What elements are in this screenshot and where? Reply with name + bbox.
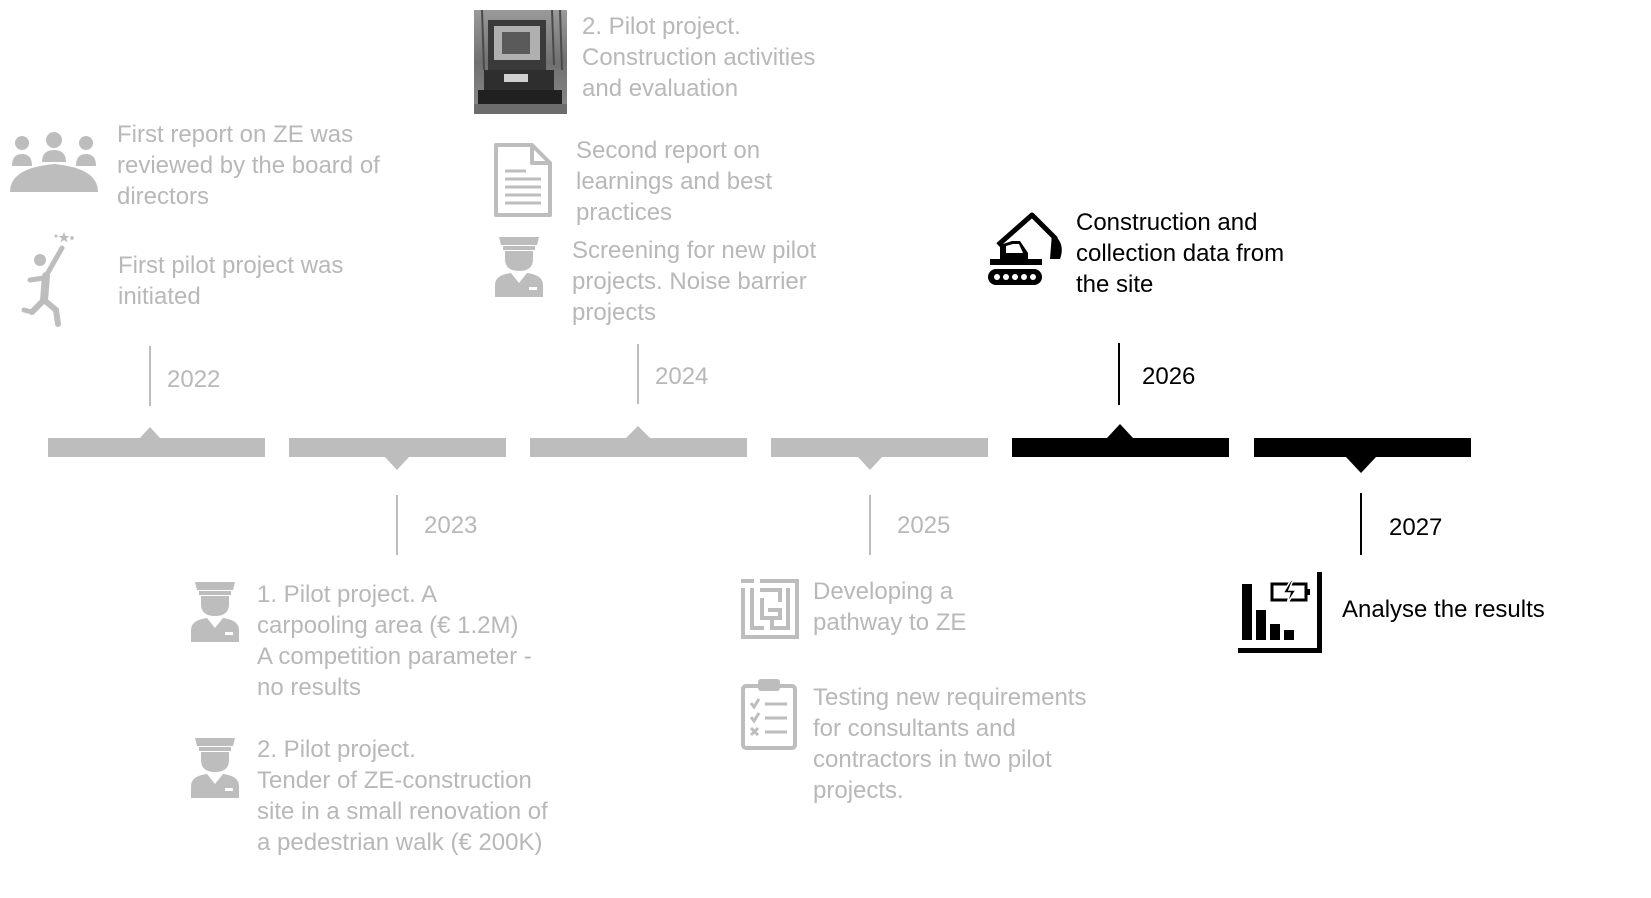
year-label-2024: 2024: [655, 363, 709, 390]
tick-2022: [149, 346, 151, 406]
officer-icon: [191, 582, 239, 642]
year-label-2027: 2027: [1389, 514, 1443, 541]
event-2022-first-pilot: First pilot project was initiated: [118, 252, 344, 310]
tick-2023: [396, 495, 398, 555]
maze-icon: [741, 579, 799, 639]
checklist-icon: [741, 679, 797, 750]
event-2023-pilot-2: 2. Pilot project. Tender of ZE-construct…: [257, 736, 548, 856]
officer-icon: [191, 738, 239, 798]
meeting-icon: [10, 132, 98, 192]
event-2025-testing: Testing new requirements for consultants…: [813, 684, 1087, 804]
results-chart-icon: [1238, 572, 1322, 653]
year-label-2022: 2022: [167, 366, 221, 393]
tick-2027: [1360, 493, 1362, 555]
event-2026-construction: Construction and collection data from th…: [1076, 209, 1285, 298]
event-2024-screening: Screening for new pilot projects. Noise …: [572, 237, 817, 326]
event-2024-second-report: Second report on learnings and best prac…: [576, 137, 773, 226]
achievement-icon: [21, 232, 74, 327]
event-2024-pilot-construction: 2. Pilot project. Construction activitie…: [582, 13, 816, 102]
event-2022-board-report: First report on ZE was reviewed by the b…: [117, 121, 380, 210]
document-icon: [494, 143, 552, 217]
event-2025-pathway: Developing a pathway to ZE: [813, 578, 967, 636]
tick-2025: [869, 495, 871, 555]
year-label-2026: 2026: [1142, 363, 1196, 390]
event-2023-pilot-1: 1. Pilot project. A carpooling area (€ 1…: [257, 581, 532, 701]
excavator-photo: [474, 9, 567, 114]
event-2027-analyse: Analyse the results: [1342, 596, 1545, 623]
tick-2026: [1118, 343, 1120, 405]
excavator-icon: [988, 212, 1062, 285]
year-label-2023: 2023: [424, 512, 478, 539]
tick-2024: [637, 344, 639, 404]
officer-icon: [495, 237, 543, 297]
year-label-2025: 2025: [897, 512, 951, 539]
